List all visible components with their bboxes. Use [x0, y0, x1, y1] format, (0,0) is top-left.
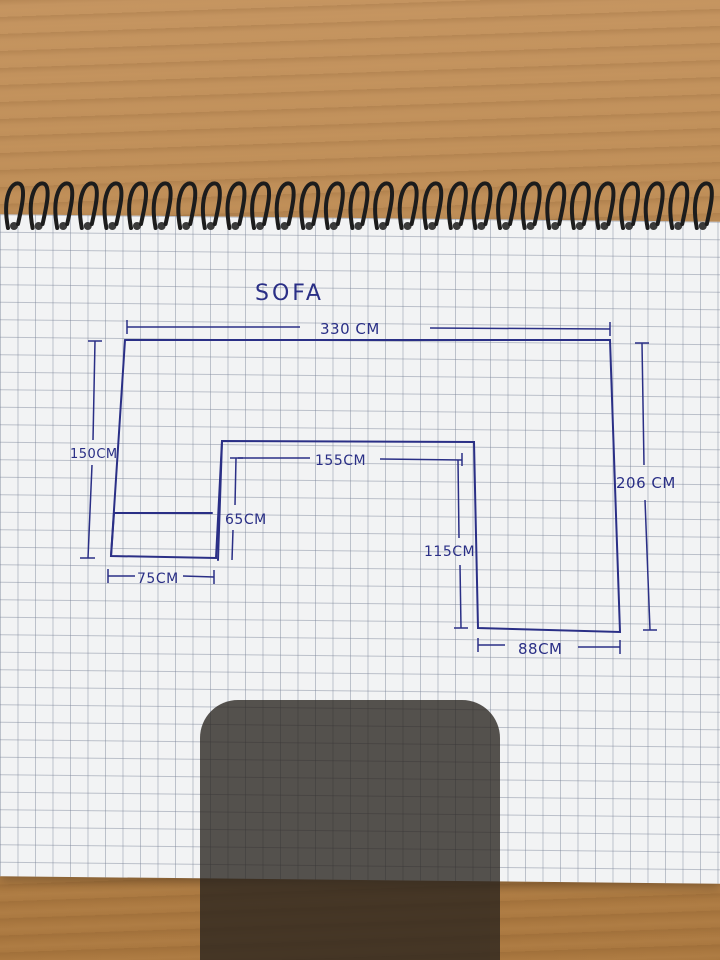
binding-ring: [274, 181, 296, 230]
total-depth-label: 206 CM: [616, 474, 676, 492]
chaise-depth-line-bottom: [459, 564, 462, 629]
arm-width-line-right: [182, 575, 215, 578]
arm-width-label: 75CM: [137, 571, 179, 587]
binding-ring: [447, 181, 468, 230]
sofa-outline: [109, 339, 622, 634]
binding-ring: [668, 181, 690, 230]
binding-ring: [250, 181, 272, 230]
inner-depth-label: 65CM: [225, 512, 267, 528]
binding-ring: [299, 181, 321, 230]
binding-ring: [102, 181, 124, 230]
binding-ring: [471, 181, 493, 230]
binding-ring: [520, 181, 542, 230]
total-width-line-right: [429, 327, 611, 330]
left-depth-line-top: [92, 340, 96, 441]
total-depth-line-top: [641, 342, 645, 466]
binding-ring: [397, 181, 419, 230]
chaise-depth-line-top: [457, 459, 460, 539]
binding-ring: [201, 181, 222, 230]
binding-ring: [373, 181, 395, 230]
binding-ring: [693, 181, 714, 230]
binding-ring: [78, 181, 99, 230]
left-depth-label: 150CM: [70, 447, 118, 462]
binding-ring: [4, 181, 26, 230]
sofa-left-edge: [110, 339, 126, 557]
binding-ring: [127, 181, 149, 230]
binding-ring: [176, 181, 198, 230]
binding-ring: [422, 181, 444, 230]
phone-shadow: [200, 700, 500, 960]
inner-depth-line-top: [234, 457, 237, 506]
binding-ring: [594, 181, 616, 230]
inner-width-line-right: [379, 458, 463, 461]
binding-ring: [496, 181, 518, 230]
binding-ring: [53, 181, 75, 230]
inner-width-label: 155CM: [315, 453, 366, 469]
chaise-depth-label: 115CM: [424, 544, 475, 560]
binding-ring: [348, 181, 370, 230]
chaise-width-label: 88CM: [518, 640, 563, 658]
binding-ring: [545, 181, 567, 230]
binding-ring: [324, 181, 345, 230]
inner-depth-line-bottom: [231, 529, 234, 561]
binding-ring: [28, 181, 50, 230]
binding-ring: [151, 181, 173, 230]
left-depth-line-bottom: [87, 464, 93, 559]
binding-ring: [643, 181, 665, 230]
sketch-title: SOFA: [255, 281, 324, 306]
sofa-inner-left-edge: [217, 440, 223, 561]
binding-ring: [619, 181, 641, 230]
spiral-binding: [4, 181, 714, 230]
total-width-label: 330 CM: [320, 320, 380, 338]
binding-ring: [570, 181, 591, 230]
total-depth-line-bottom: [644, 499, 651, 631]
binding-ring: [225, 181, 247, 230]
